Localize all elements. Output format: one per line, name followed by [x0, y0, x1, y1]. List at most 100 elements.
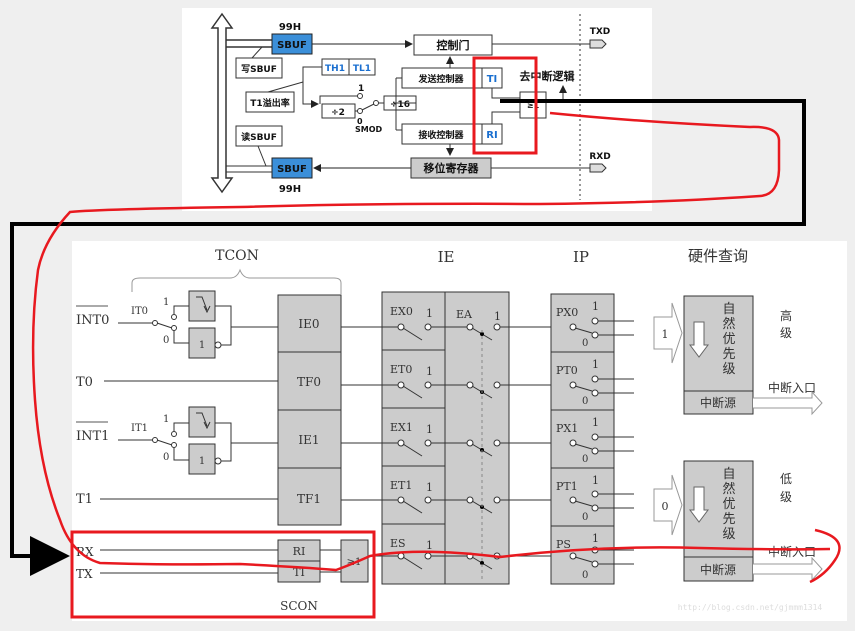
down-arrow-icon [689, 486, 709, 523]
callout-pointer [251, 46, 263, 59]
div2-label: ÷2 [331, 108, 345, 118]
ie-bit-ex1: EX1 [390, 421, 413, 434]
scon-highlight-box [70, 530, 376, 619]
sbuf-read-box [271, 157, 313, 179]
ip-bit-zero: 0 [582, 512, 588, 523]
ip-switch-pivot [569, 552, 577, 560]
low-entry-arrow-icon [753, 556, 823, 582]
flag-ie0-label: IE0 [298, 317, 319, 331]
ip-switch-blade [574, 327, 593, 334]
black-connector-arrow [10, 99, 806, 576]
ea-label: EA [456, 308, 473, 321]
tl1-box [348, 58, 376, 76]
ip-output-lines [598, 493, 634, 509]
control-gate-box [413, 34, 493, 56]
baud-split-lines [394, 77, 416, 131]
low-level-1: 低 [780, 472, 792, 486]
inverter-box [188, 327, 216, 359]
ie-switch-contact [424, 552, 432, 560]
ip-bit-px0 [550, 293, 615, 353]
input-rx: RX [76, 545, 94, 559]
it1-contact-0 [171, 442, 177, 448]
ea-switch-contact [493, 439, 501, 447]
input-int1: INT1 [76, 429, 109, 444]
ip-bit-one: 1 [592, 358, 599, 371]
ip-bit-label: PS [556, 538, 571, 551]
ip-contact-0 [591, 560, 599, 568]
it0-switch [156, 322, 173, 329]
input-tx: TX [76, 567, 93, 581]
ip-switch-blade [574, 556, 593, 563]
ip-bit-one: 1 [592, 474, 599, 487]
natural-priority-char: 级 [722, 362, 735, 377]
scon-title: SCON [280, 599, 318, 613]
or-gate-box [519, 91, 547, 119]
ie-bit-one: 1 [426, 539, 433, 552]
smod-pivot [373, 100, 379, 106]
t1-overflow-box [245, 91, 295, 113]
it1-one: 1 [163, 414, 169, 425]
ea-switch-pivot [466, 381, 474, 389]
natural-priority-char: 级 [722, 527, 735, 542]
high-entry-arrow-icon [753, 390, 823, 416]
ie-switch-contact [424, 381, 432, 389]
int0-trigger-logic: IT0 1 0 1 [118, 290, 278, 359]
low-entry-label: 中断入口 [768, 544, 816, 559]
flag-ie1-label: IE1 [298, 433, 319, 447]
ie-bit-one: 1 [426, 481, 433, 494]
ie-bit-es: ES [390, 537, 406, 550]
ie-switch-pivot [397, 439, 405, 447]
high-priority-in-label: 1 [662, 328, 669, 341]
flag-ie0 [277, 294, 342, 353]
ip-bit-one: 1 [592, 300, 599, 313]
ip-switch-blade [574, 443, 593, 450]
ip-switch-blade [574, 385, 593, 392]
natural-priority-char: 优 [722, 497, 735, 512]
ie-bit-one: 1 [426, 423, 433, 436]
inverter-box [188, 443, 216, 475]
read-callout-pointer [257, 145, 267, 167]
it1-zero: 0 [163, 452, 169, 463]
input-int0: INT0 [76, 313, 109, 328]
ie-switch-blade [402, 385, 423, 399]
flag-tf0-label: TF0 [297, 375, 321, 389]
overflow-pointer [267, 81, 304, 93]
ip-bit-one: 1 [592, 532, 599, 545]
ip-bit-pt1 [550, 467, 615, 527]
ie-switch-blade [402, 327, 423, 341]
txd-label: TXD [590, 27, 611, 37]
sbuf-read-addr: 99H [279, 184, 301, 195]
natural-priority-char: 优 [722, 332, 735, 347]
ea-switch-pivot [466, 323, 474, 331]
ri-label: RI [486, 130, 497, 141]
ip-contact-1 [591, 433, 599, 441]
ea-switch-contact [493, 496, 501, 504]
smod-switch [361, 103, 375, 111]
ip-switch-blade [574, 500, 593, 507]
read-sbuf-text: 读SBUF [241, 131, 277, 143]
ip-bit-zero: 0 [582, 396, 588, 407]
inverter-bubble [214, 457, 222, 465]
ip-contact-1 [591, 375, 599, 383]
it1-label: IT1 [131, 423, 148, 434]
ie-title: IE [438, 248, 455, 266]
ip-bit-zero: 0 [582, 570, 588, 581]
ea-one: 1 [494, 310, 501, 323]
ea-switch-pivot [466, 439, 474, 447]
div16-label: ÷16 [390, 100, 410, 110]
flag-tf0 [277, 351, 342, 411]
flag-ri-label: RI [293, 545, 306, 558]
ip-bit-label: PX0 [556, 306, 578, 319]
ie-bit-ex0: EX0 [390, 305, 413, 318]
input-lines [100, 380, 278, 574]
int1-trigger-logic: IT1 1 0 1 [118, 406, 278, 475]
inverter-label: 1 [199, 340, 205, 351]
txd-pin-icon [589, 39, 607, 49]
rxd-label: RXD [589, 152, 610, 162]
ea-switch-contact [493, 323, 501, 331]
ea-switch-contact [493, 381, 501, 389]
